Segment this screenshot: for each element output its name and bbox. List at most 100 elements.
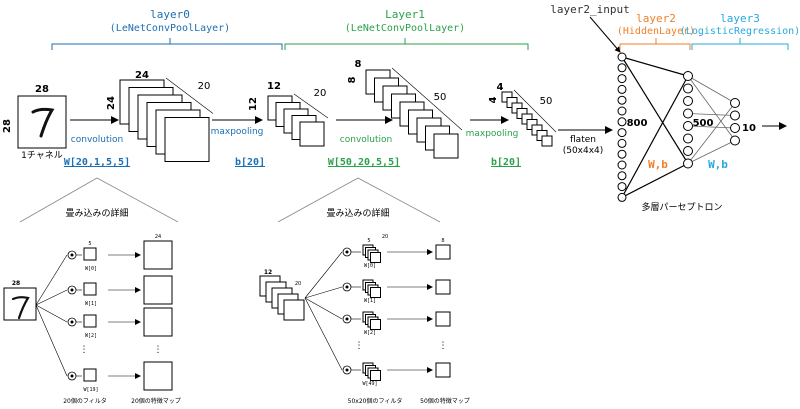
detail-feature-map-square (435, 362, 451, 378)
conv2-size-top: 8 (355, 59, 362, 70)
mlp-connection (621, 75, 689, 198)
detail-filter-label: W[0] (85, 266, 97, 272)
detail-filter-square (83, 247, 97, 261)
layer1-type: (LeNetConvPoolLayer) (345, 23, 465, 34)
detail-filter-square (83, 314, 97, 328)
convolution-operator-dot (70, 374, 74, 378)
detail-input-square (283, 299, 305, 321)
neuron-node (617, 63, 627, 73)
flatten-label: flaten (570, 135, 596, 145)
layer3-name: layer3 (720, 12, 760, 25)
pool2-count-brace (513, 89, 557, 133)
detail-input-size: 12 (264, 269, 272, 276)
convolution-operator-dot (345, 317, 349, 321)
conv2-weights: W[50,20,5,5] (328, 157, 400, 168)
neuron-node (617, 117, 627, 127)
conv1-feature-stack (119, 77, 214, 162)
mlp-out-weights: W,b (708, 158, 728, 171)
detail-feature-map-square (143, 361, 173, 391)
detail-filter-label: W[1] (364, 298, 376, 304)
layer0-type: (LeNetConvPoolLayer) (110, 23, 230, 34)
neuron-node (617, 149, 627, 159)
detail-branch-line (304, 297, 343, 371)
digit-seven-icon (11, 296, 30, 320)
conv2-count-brace (391, 67, 463, 131)
neuron-node (617, 52, 627, 62)
pool2-size-top: 4 (497, 82, 504, 93)
neuron-node (617, 95, 627, 105)
conv2-feature-stack (365, 67, 463, 159)
input-caption: 1チャネル (21, 150, 63, 161)
neuron-node (683, 108, 693, 119)
neuron-node (617, 128, 627, 138)
detail-branch-line (35, 254, 68, 306)
layer0-brace (51, 43, 283, 50)
input-size-top: 28 (35, 84, 49, 95)
detail1-bracket (19, 177, 179, 223)
layer1-name: Layer1 (385, 8, 425, 21)
detail1-title: 畳み込みの詳細 (65, 207, 128, 219)
detail-filter-label: W[1] (85, 301, 97, 307)
mlp-connection (621, 56, 689, 77)
detail-input-size: 28 (12, 280, 20, 287)
layer3-brace (691, 43, 789, 50)
layer2-name: layer2 (636, 12, 676, 25)
neuron-node (730, 98, 740, 108)
detail-filter-label: W[19] (83, 387, 98, 393)
layer2-brace (619, 43, 691, 50)
conv1-weights: W[20,1,5,5] (64, 157, 130, 168)
detail-feature-map-square (435, 311, 451, 327)
convolution-operator-dot (345, 285, 349, 289)
detail-feature-map-square (435, 279, 451, 295)
detail1-filter-caption: 20個のフィルタ (63, 397, 107, 405)
neuron-node (683, 158, 693, 169)
layer2-type: (HiddenLayer) (617, 26, 695, 37)
detail-feature-map-square (143, 240, 173, 270)
pool1-count: 20 (314, 88, 327, 99)
flatten-shape: (50x4x4) (563, 146, 604, 156)
feature-map-square (164, 117, 210, 162)
mlp-connection (687, 75, 736, 141)
neuron-node (730, 123, 740, 133)
pool2-feature-stack (501, 89, 557, 147)
layer0-name: layer0 (150, 8, 190, 21)
mlp-caption: 多層パーセプトロン (641, 201, 722, 213)
neuron-node (617, 171, 627, 181)
detail-filter-size: 5 (88, 241, 91, 247)
conv1-size-top: 24 (135, 70, 149, 81)
detail2-input-count: 20 (295, 281, 301, 287)
conv2-count: 50 (434, 92, 447, 103)
detail-branch-line (35, 289, 68, 306)
detail2-filter-caption: 50x20個のフィルタ (348, 397, 403, 405)
feature-map-square (299, 121, 325, 147)
pool2-count: 50 (540, 96, 553, 107)
neuron-node (730, 135, 740, 146)
detail-filter-square (370, 319, 381, 330)
conv1-size-left: 24 (106, 96, 117, 110)
layer2-input-label: layer2_input (550, 3, 629, 16)
mlp-connection (687, 102, 736, 164)
detail-filter-label: W[2] (85, 333, 97, 339)
neuron-node (683, 83, 693, 94)
detail-branch-line (35, 304, 68, 377)
pool1-size-left: 12 (248, 97, 259, 111)
mlp-mid-units: 500 (693, 118, 714, 129)
detail2-filter-count: 20 (382, 234, 388, 240)
neuron-node (617, 192, 627, 202)
detail-ellipsis-maps: ⋮ (439, 341, 448, 351)
detail-branch-line (35, 304, 68, 323)
detail-filter-label: W[0] (364, 263, 376, 269)
mlp-connection (687, 75, 736, 104)
neuron-node (617, 84, 627, 94)
digit-seven-icon (31, 107, 55, 138)
detail-branch-line (304, 297, 343, 320)
detail-feature-map-square (143, 275, 173, 305)
conv1-op-label: convolution (71, 135, 123, 145)
detail-ellipsis-maps: ⋮ (154, 345, 163, 355)
pool1-bias: b[20] (235, 157, 265, 168)
neuron-node (617, 106, 627, 116)
pool2-size-left: 4 (488, 96, 499, 103)
